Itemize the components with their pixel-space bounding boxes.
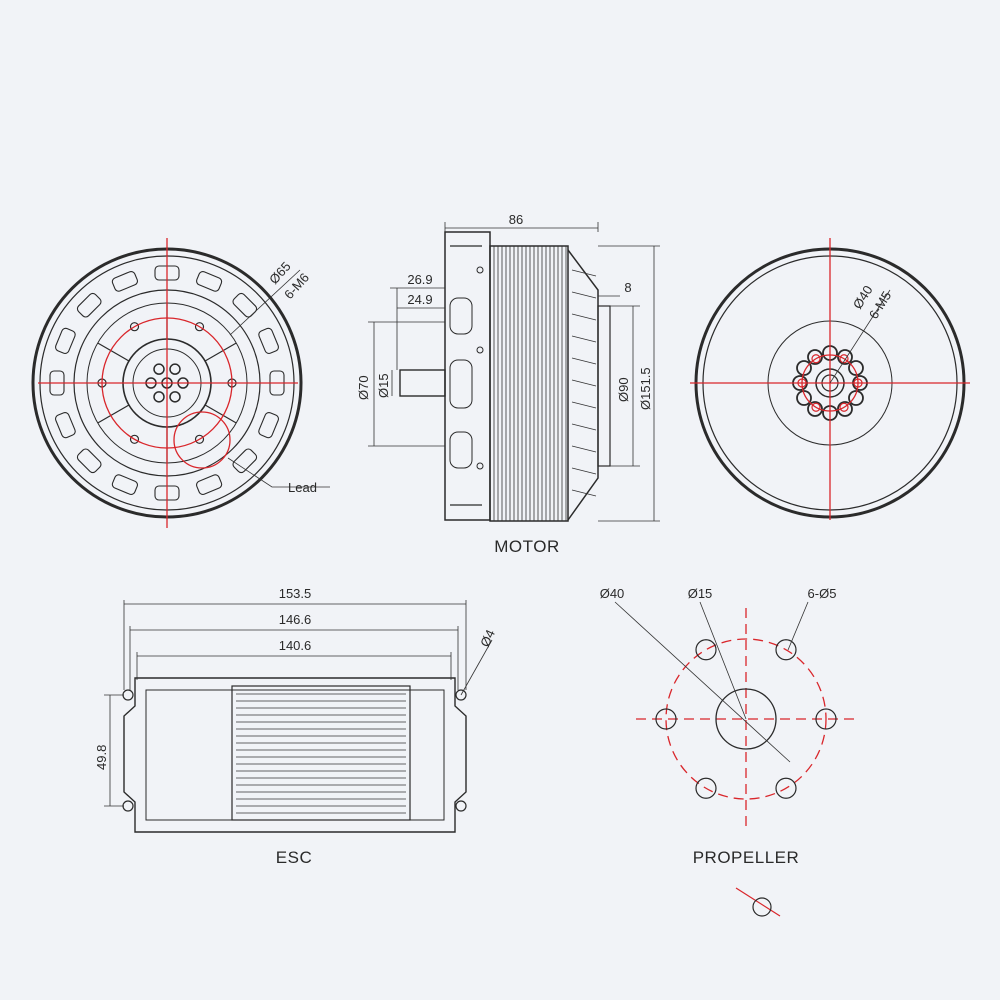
hub-spoke bbox=[204, 342, 237, 362]
propeller-bolt-hole bbox=[655, 708, 677, 730]
detail-mark-line bbox=[735, 887, 781, 917]
motor-front-view: Lead Ø65 6-M6 bbox=[31, 238, 330, 528]
cooling-slot bbox=[54, 412, 76, 439]
shaft-bolt-hole bbox=[153, 363, 165, 375]
dim-8-label: 8 bbox=[624, 280, 631, 295]
dim-4-label: Ø4 bbox=[477, 627, 498, 649]
hub-lobe bbox=[837, 349, 853, 365]
cooling-slot bbox=[54, 327, 76, 354]
hub-spoke bbox=[97, 404, 130, 424]
lead-leader bbox=[227, 457, 330, 488]
prop-holes-label: 6-Ø5 bbox=[808, 586, 837, 601]
end-bell-rib bbox=[571, 269, 597, 277]
cooling-slot bbox=[111, 474, 138, 496]
rear-bolt-leader bbox=[829, 289, 891, 384]
cooling-slot bbox=[258, 412, 280, 439]
propeller-bolt-hole bbox=[815, 708, 837, 730]
detail-mark-hole bbox=[752, 897, 772, 917]
end-bell-rib bbox=[571, 489, 597, 497]
dim-151-5-label: Ø151.5 bbox=[638, 367, 653, 410]
propeller-bolt-hole bbox=[695, 777, 717, 799]
cooling-slot bbox=[76, 292, 102, 318]
housing-fins bbox=[493, 246, 567, 521]
dim-146-6-label: 146.6 bbox=[279, 612, 312, 627]
esc-heatsink-fins bbox=[236, 693, 406, 814]
propeller-view: Ø40 Ø15 6-Ø5 PROPELLER bbox=[600, 586, 858, 917]
dim-26-9-label: 26.9 bbox=[407, 272, 432, 287]
cooling-slot bbox=[196, 270, 223, 292]
dim-49-8-label: 49.8 bbox=[94, 745, 109, 770]
cooling-slot bbox=[232, 292, 258, 318]
cooling-slot bbox=[111, 270, 138, 292]
dim-153-5-label: 153.5 bbox=[279, 586, 312, 601]
rear-bolt-hole bbox=[839, 402, 849, 412]
hub-lobe bbox=[796, 360, 812, 376]
motor-rear-view: Ø40 6-M5 bbox=[690, 238, 970, 520]
prop-holes-leader bbox=[787, 601, 809, 651]
dim-70-label: Ø70 bbox=[356, 375, 371, 400]
prop-dia-40-leader bbox=[614, 601, 791, 763]
propeller-center-hole bbox=[715, 688, 777, 750]
end-bell-rib bbox=[571, 379, 597, 387]
prop-dia-40-label: Ø40 bbox=[600, 586, 625, 601]
rear-bolt-hole bbox=[839, 354, 849, 364]
propeller-bolt-circle bbox=[665, 638, 827, 800]
hub-spoke bbox=[97, 342, 130, 362]
cooling-slot bbox=[232, 448, 258, 474]
dim-15-label: Ø15 bbox=[376, 373, 391, 398]
front-bolt-leader bbox=[229, 269, 301, 336]
hub-lobe bbox=[848, 390, 864, 406]
prop-dia-15-label: Ø15 bbox=[688, 586, 713, 601]
cooling-slot bbox=[196, 474, 223, 496]
hub-lobe bbox=[848, 360, 864, 376]
cooling-slot bbox=[76, 448, 102, 474]
end-bell-rib bbox=[571, 313, 597, 321]
motor-shaft bbox=[399, 369, 446, 397]
cooling-slot bbox=[258, 327, 280, 354]
mount-bolt-hole bbox=[129, 434, 140, 444]
hub-lobe bbox=[807, 349, 823, 365]
end-bell-rib bbox=[571, 467, 597, 475]
shaft-bolt-hole bbox=[153, 391, 165, 403]
mount-bolt-hole bbox=[194, 322, 205, 332]
mount-bolt-hole bbox=[129, 322, 140, 332]
lead-detail-circle bbox=[173, 411, 231, 469]
propeller-bolt-holes bbox=[655, 639, 837, 799]
propeller-bolt-hole bbox=[775, 639, 797, 661]
esc-view: 153.5 146.6 140.6 Ø4 49.8 ESC bbox=[94, 586, 498, 867]
mount-bolt-hole bbox=[194, 434, 205, 444]
end-bell-ribs bbox=[571, 269, 597, 497]
shaft-bolt-hole bbox=[169, 363, 181, 375]
rear-bolt-hole bbox=[811, 354, 821, 364]
end-bell-rib bbox=[571, 401, 597, 409]
end-bell-rib bbox=[571, 357, 597, 365]
dim-86-label: 86 bbox=[509, 212, 523, 227]
prop-dia-15-leader bbox=[699, 601, 747, 720]
dim-140-6-label: 140.6 bbox=[279, 638, 312, 653]
dim-leader-4 bbox=[460, 639, 493, 696]
end-bell-rib bbox=[571, 423, 597, 431]
hub-lobe bbox=[796, 390, 812, 406]
dim-24-9-label: 24.9 bbox=[407, 292, 432, 307]
motor-title: MOTOR bbox=[494, 537, 559, 556]
end-bell-rib bbox=[571, 335, 597, 343]
hub-spoke bbox=[204, 404, 237, 424]
end-bell-rib bbox=[571, 291, 597, 299]
rear-bolt-hole bbox=[811, 402, 821, 412]
hub-lobe bbox=[837, 401, 853, 417]
propeller-bolt-hole bbox=[775, 777, 797, 799]
dim-90-label: Ø90 bbox=[616, 377, 631, 402]
lead-label: Lead bbox=[288, 480, 317, 495]
end-bell-rib bbox=[571, 445, 597, 453]
propeller-bolt-hole bbox=[695, 639, 717, 661]
shaft-bolt-hole bbox=[169, 391, 181, 403]
esc-title: ESC bbox=[276, 848, 312, 867]
stator-cooling-slots bbox=[49, 265, 285, 501]
motor-side-view: 86 26.9 24.9 8 Ø70 Ø15 Ø90 Ø151.5 MOTOR bbox=[356, 212, 660, 556]
hub-lobe bbox=[807, 401, 823, 417]
propeller-title: PROPELLER bbox=[693, 848, 800, 867]
